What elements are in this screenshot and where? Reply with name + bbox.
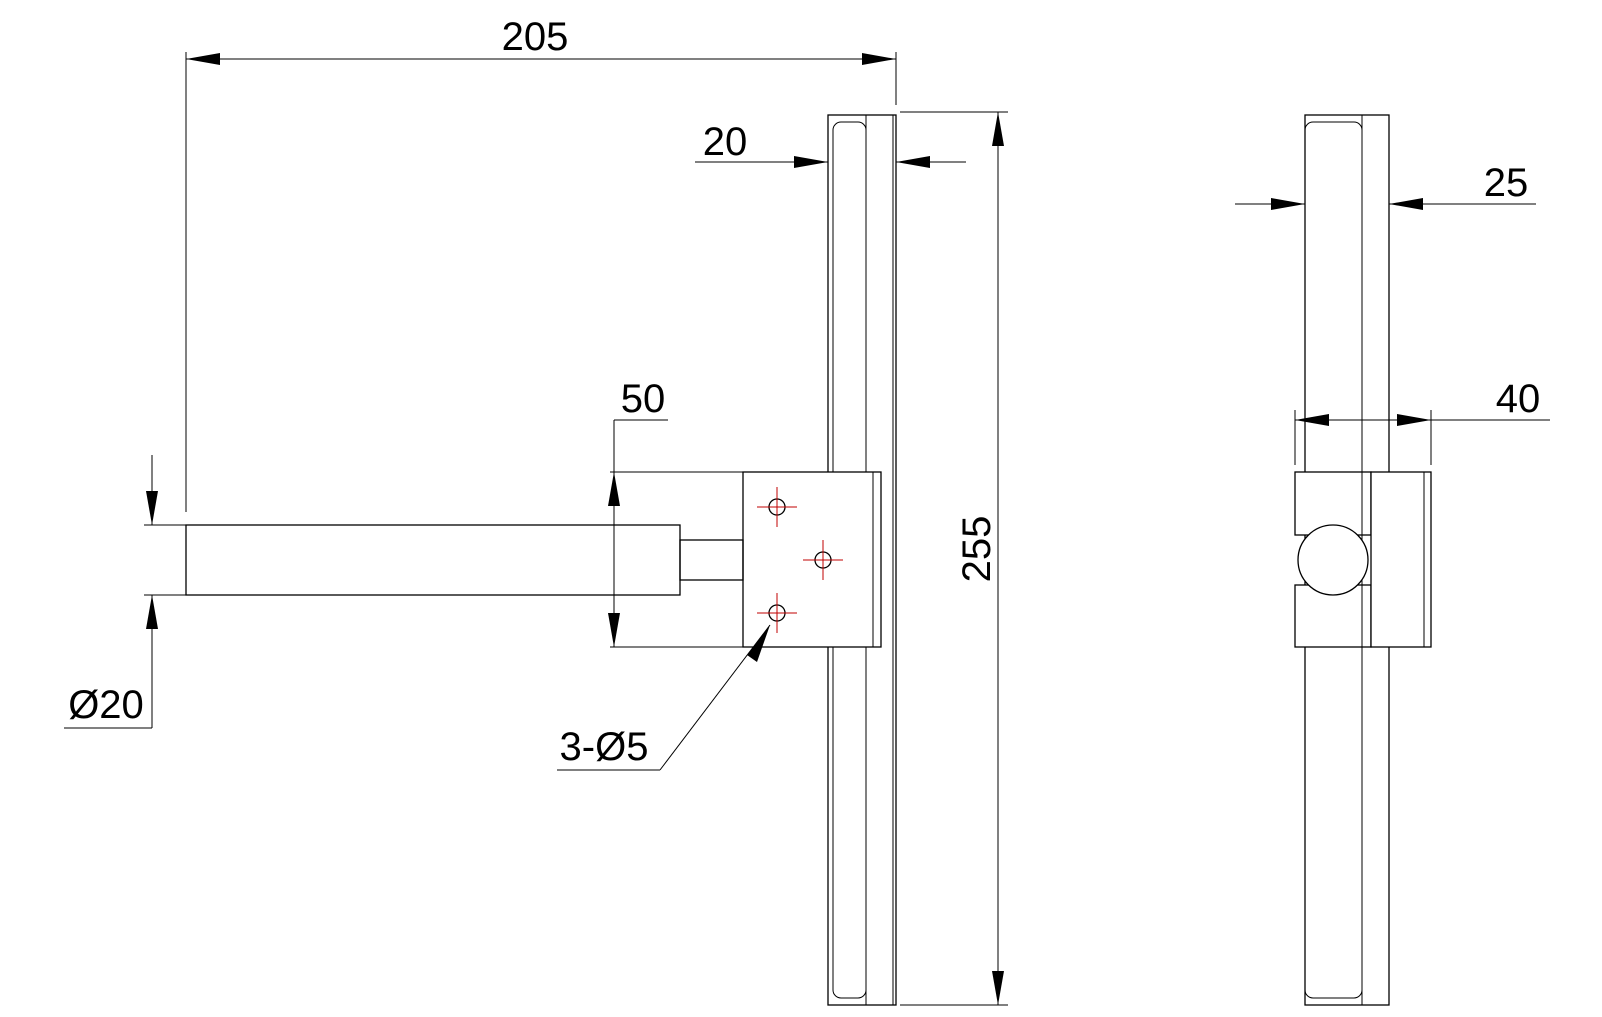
dim-overall-length: 205: [185, 15, 897, 512]
dim-overall-height-label: 255: [955, 516, 999, 583]
dim-holes-label: 3-Ø5: [560, 725, 649, 769]
side-bracket-plate: [1370, 471, 1432, 648]
dim-bracket-height-label: 50: [621, 377, 666, 421]
dim-side-bracket-width: 40: [1294, 377, 1550, 465]
dim-bracket-height: 50: [608, 377, 743, 648]
side-bracket-left-bottom: [1294, 584, 1372, 648]
dim-holes-leader: 3-Ø5: [557, 624, 771, 771]
side-tube-section: [1297, 524, 1369, 596]
hole-bottom: [757, 593, 797, 633]
dim-side-thickness: 25: [1235, 161, 1536, 210]
dim-tube-diameter: Ø20: [64, 455, 186, 729]
dim-bar-thickness: 20: [695, 120, 966, 168]
side-view: 25 40: [1235, 114, 1550, 1006]
dim-bar-thickness-label: 20: [703, 120, 748, 164]
dim-overall-length-label: 205: [502, 15, 569, 59]
dim-side-thickness-label: 25: [1484, 161, 1529, 205]
front-view: 205 20 255 50: [64, 15, 1008, 1006]
dim-overall-height: 255: [900, 111, 1008, 1006]
hole-middle: [803, 540, 843, 580]
dim-side-bracket-width-label: 40: [1496, 377, 1541, 421]
hole-top: [757, 487, 797, 527]
dim-tube-diameter-label: Ø20: [68, 683, 144, 727]
tube-neck: [679, 539, 744, 581]
tube: [185, 524, 681, 596]
